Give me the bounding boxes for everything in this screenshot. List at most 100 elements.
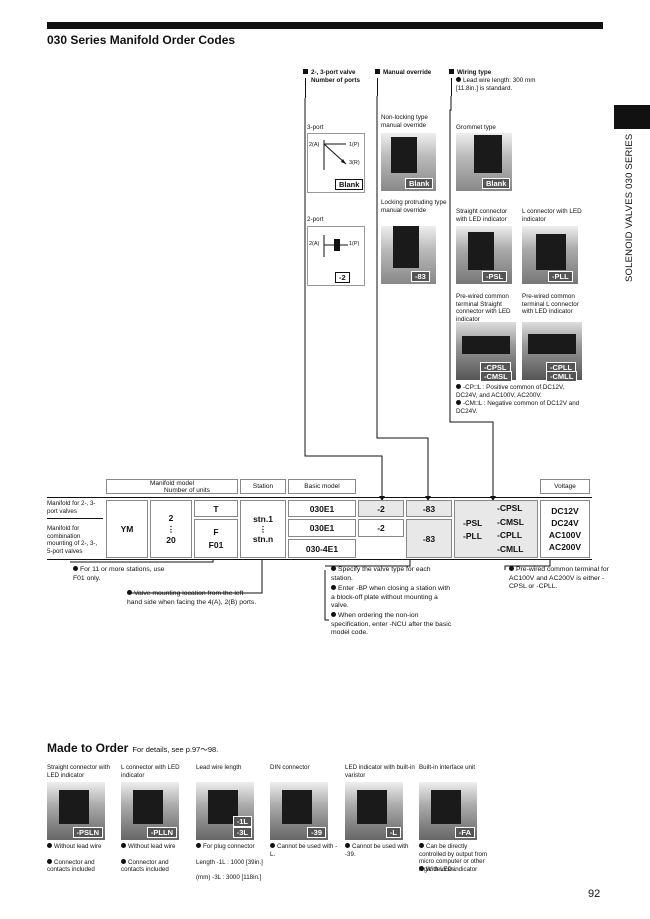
override-photo-2: -83 — [381, 226, 436, 284]
valve-symbol-icon — [323, 235, 348, 257]
mto-item-note: Without lead wire — [47, 843, 119, 851]
note-bp: Enter -BP when closing a station with a … — [331, 585, 451, 610]
mto-item-label: Built-in interface unit — [419, 764, 476, 771]
prewired-straight-label: Pre-wired common terminal Straight conne… — [456, 293, 511, 323]
cell-basic-3: 030-4E1 — [288, 539, 356, 558]
top-rule — [47, 22, 603, 29]
dot-bullet-icon — [121, 843, 126, 848]
note-f01: For 11 or more stations, use F01 only. — [73, 566, 165, 582]
override-heading: Manual override — [375, 69, 431, 77]
row-separator — [47, 518, 103, 519]
dot-bullet-icon — [331, 585, 336, 590]
override-code-2: -83 — [411, 271, 430, 282]
grommet-label: Grommet type — [456, 124, 496, 131]
straight-label: Straight connector with LED indicator — [456, 208, 508, 223]
port-1p-label: 1(P) — [349, 142, 360, 148]
square-bullet-icon — [303, 69, 308, 74]
port-2a-label: 2(A) — [309, 241, 320, 247]
prewired-straight-photo: -CPSL -CMSL — [456, 322, 516, 382]
header-manifold-model: Manifold model Number of units — [106, 479, 238, 494]
port-2a-label: 2(A) — [309, 142, 320, 148]
valve-body — [357, 790, 387, 824]
wiring-cpsl: -CPSL — [497, 503, 523, 513]
mto-item-note: Connector and contacts included — [121, 858, 169, 874]
square-bullet-icon — [449, 69, 454, 74]
cell-basic-2: 030E1 — [288, 519, 356, 537]
grommet-photo: Blank — [456, 133, 512, 191]
pw-straight-code-2: -CMSL — [480, 371, 512, 382]
port3-symbol-box: 2(A) 1(P) 3(R) Blank — [307, 133, 365, 193]
cell-override-2: -83 — [406, 519, 452, 558]
wiring-cpll: -CPLL — [497, 530, 523, 540]
valve-body — [462, 336, 510, 354]
dot-bullet-icon — [456, 77, 461, 82]
valve-body — [528, 334, 576, 354]
valve-body — [431, 790, 461, 824]
valve-body — [133, 790, 163, 824]
mto-item-photo: -1L-3L — [196, 782, 254, 840]
mto-item-note: With LED indicator — [419, 866, 491, 874]
mto-item-label: L connector with LED indicator — [121, 764, 180, 779]
port3-code: Blank — [335, 179, 364, 190]
cell-station: stn.1⋮stn.n — [240, 500, 286, 558]
lconn-photo: -PLL — [522, 226, 578, 284]
mto-item-note: For plug connector — [196, 843, 268, 851]
mto-item-code: -39 — [307, 827, 326, 838]
prewired-l-photo: -CPLL -CMLL — [522, 322, 582, 382]
cm-note: -CM□L : Negative common of DC12V and DC2… — [456, 400, 580, 415]
dot-bullet-icon — [47, 843, 52, 848]
wiring-cmll: -CMLL — [497, 543, 524, 554]
mto-item-code: -1L — [232, 816, 252, 827]
table-top-rule — [47, 497, 592, 498]
port-1p-label: 1(P) — [349, 241, 360, 247]
mto-item-code: -PSLN — [72, 827, 103, 838]
dot-bullet-icon — [331, 566, 336, 571]
leader-line — [377, 78, 378, 96]
port2-code: -2 — [335, 272, 350, 283]
mto-item-note: Length -1L : 1000 [39in.] — [196, 858, 263, 866]
mto-item-code-2: -3L — [232, 827, 252, 838]
leader-line — [305, 78, 306, 98]
lconn-label: L connector with LED indicator — [522, 208, 582, 223]
dot-bullet-icon — [121, 858, 126, 864]
dot-bullet-icon — [456, 384, 461, 389]
valve-body — [474, 135, 502, 173]
cell-ports-2: -2 — [358, 519, 404, 537]
port2-label: 2-port — [307, 216, 324, 223]
table-bottom-rule — [47, 559, 592, 560]
straight-photo: -PSL — [456, 226, 512, 284]
mto-item-label: LED indicator with built-in varistor — [345, 764, 415, 779]
mto-item-note: (mm) -3L : 3000 [118in.] — [196, 874, 262, 881]
dot-bullet-icon — [456, 400, 461, 405]
override-opt1-label: Non-locking type manual override — [381, 114, 428, 129]
valve-symbol-icon — [323, 140, 347, 170]
wiring-pll: -PLL — [463, 531, 482, 541]
override-code-1: Blank — [405, 178, 434, 189]
wiring-cmsl: -CMSL — [497, 516, 524, 527]
mto-item-note: Cannot be used with -39. — [345, 843, 409, 858]
mto-item-code: -FA — [454, 827, 475, 838]
dot-bullet-icon — [331, 612, 336, 617]
square-bullet-icon — [375, 69, 380, 74]
cell-wiring: -PSL -PLL -CPSL -CMSL -CPLL -CMLL — [454, 500, 538, 558]
mto-item-photo: -39 — [270, 782, 328, 840]
port2-symbol-box: 2(A) 1(P) -2 — [307, 226, 365, 286]
dot-bullet-icon — [270, 843, 275, 848]
dot-bullet-icon — [509, 566, 514, 571]
wiring-note: Lead wire length: 300 mm [11.8in.] is st… — [456, 77, 536, 92]
mto-item-photo: -PLLN — [121, 782, 179, 840]
pw-l-code-2: -CMLL — [546, 371, 578, 382]
lconn-code: -PLL — [548, 271, 573, 282]
prewired-l-label: Pre-wired common terminal L connector wi… — [522, 293, 579, 315]
mto-item-photo: -FA — [419, 782, 477, 840]
page-number: 92 — [588, 888, 601, 900]
override-opt2-label: Locking protruding type manual override — [381, 199, 447, 214]
header-basic-model: Basic model — [288, 479, 356, 494]
dot-bullet-icon — [419, 866, 424, 871]
note-mounting: Valve mounting location from the left-ha… — [127, 590, 257, 606]
mto-item-label: DIN connector — [270, 764, 310, 771]
